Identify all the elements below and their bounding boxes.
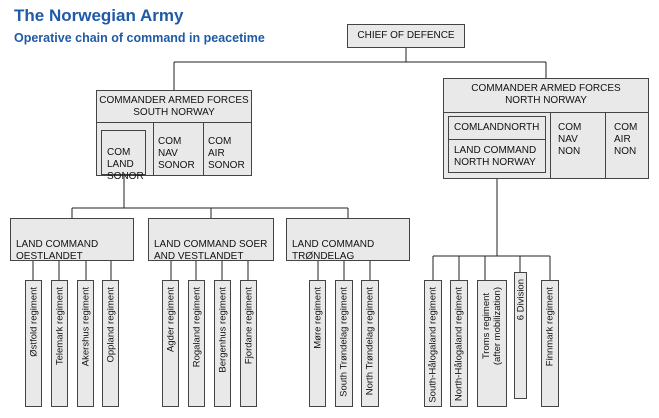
land-command-oestlandet-label: LAND COMMAND OESTLANDET	[16, 239, 99, 262]
regiment-label: Telemark regiment	[54, 287, 65, 366]
land-command-trondelag-box: LAND COMMAND TRØNDELAG	[286, 218, 410, 262]
regiment-box: Troms regiment (after mobilization)	[477, 280, 507, 407]
division-label: 6 Division	[515, 279, 526, 321]
regiment-label: Troms regiment (after mobilization)	[481, 287, 503, 366]
regiment-label: Agder regiment	[165, 287, 176, 352]
land-command-oestlandet-box: LAND COMMAND OESTLANDET	[10, 218, 134, 262]
regiment-label: North Trøndelag regiment	[364, 287, 376, 396]
page-subtitle: Operative chain of command in peacetime	[14, 31, 265, 45]
divider	[550, 112, 551, 178]
regiment-box: South-Hålogaland regiment	[424, 280, 442, 407]
divider	[449, 139, 545, 140]
com-land-sonor-box: COM LAND SONOR	[101, 130, 146, 182]
com-land-sonor-label: COM LAND SONOR	[107, 147, 144, 182]
com-air-non-label: COM AIR NON	[614, 122, 638, 157]
land-command-soer-label: LAND COMMAND SOER AND VESTLANDET	[154, 239, 268, 262]
com-nav-non-label: COM NAV NON	[558, 122, 582, 157]
regiment-box: Oppland regiment	[102, 280, 119, 407]
regiment-box: Akershus regiment	[77, 280, 94, 407]
chief-of-defence-label: CHIEF OF DEFENCE	[357, 30, 455, 41]
comlandnorth-box: COMLANDNORTH LAND COMMAND NORTH NORWAY	[448, 116, 546, 173]
regiment-label: Bergenhus regiment	[217, 287, 228, 373]
page-title: The Norwegian Army	[14, 6, 184, 25]
regiment-label: Møre regiment	[312, 287, 323, 349]
regiment-box: Møre regiment	[309, 280, 326, 407]
commander-north-norway-label: COMMANDER ARMED FORCES NORTH NORWAY	[471, 83, 621, 106]
division-box: 6 Division	[514, 272, 527, 399]
regiment-box: Agder regiment	[162, 280, 179, 407]
regiment-label: South-Hålogaland regiment	[427, 287, 439, 403]
regiment-label: Finnmark regiment	[544, 287, 556, 367]
regiment-box: South Trøndelag regiment	[335, 280, 353, 407]
divider	[605, 112, 606, 178]
land-command-soer-box: LAND COMMAND SOER AND VESTLANDET	[148, 218, 274, 262]
regiment-box: Finnmark regiment	[541, 280, 559, 407]
comlandnorth-label: COMLANDNORTH	[454, 122, 540, 133]
regiment-label: South Trøndelag regiment	[338, 287, 350, 397]
commander-south-norway-label: COMMANDER ARMED FORCES SOUTH NORWAY	[99, 95, 249, 118]
regiment-box: Fjordane regiment	[240, 280, 257, 407]
com-air-sonor-label: COM AIR SONOR	[208, 136, 245, 171]
divider	[153, 122, 154, 176]
regiment-label: Oppland regiment	[105, 287, 116, 363]
regiment-label: Akershus regiment	[80, 287, 91, 367]
land-command-north-norway-label: LAND COMMAND NORTH NORWAY	[454, 145, 537, 168]
regiment-box: Bergenhus regiment	[214, 280, 231, 407]
regiment-box: Østfold regiment	[25, 280, 42, 407]
regiment-label: Rogaland regiment	[191, 287, 202, 368]
regiment-label: Fjordane regiment	[243, 287, 254, 365]
regiment-label: Østfold regiment	[28, 287, 39, 357]
regiment-box: Rogaland regiment	[188, 280, 205, 407]
regiment-box: Telemark regiment	[51, 280, 68, 407]
regiment-box: North Trøndelag regiment	[361, 280, 379, 407]
divider	[97, 122, 251, 123]
com-nav-sonor-label: COM NAV SONOR	[158, 136, 195, 171]
chief-of-defence-box: CHIEF OF DEFENCE	[347, 24, 465, 48]
regiment-box: North-Hålogaland regiment	[450, 280, 468, 407]
divider	[203, 122, 204, 176]
divider	[444, 112, 648, 113]
land-command-trondelag-label: LAND COMMAND TRØNDELAG	[292, 239, 375, 262]
regiment-label: North-Hålogaland regiment	[453, 287, 465, 402]
